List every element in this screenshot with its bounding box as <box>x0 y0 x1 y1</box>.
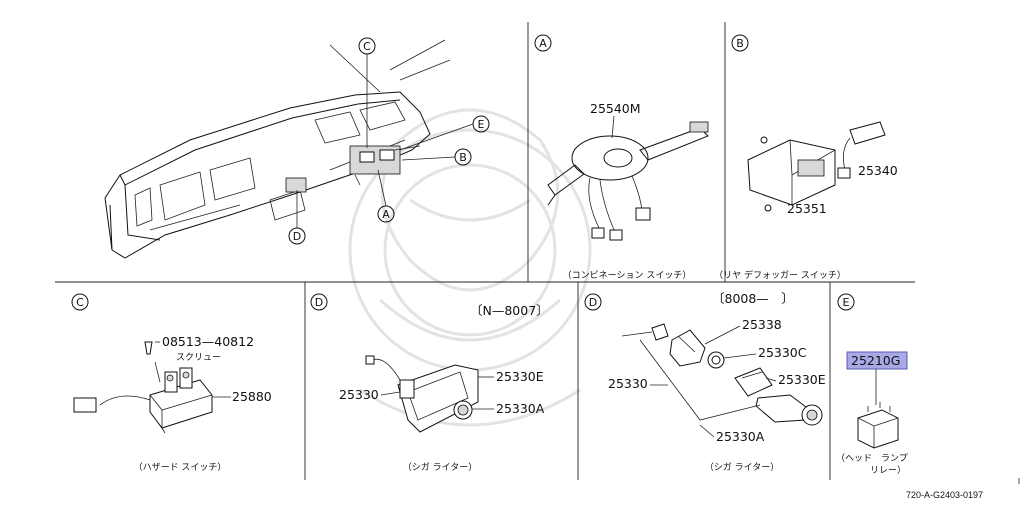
part-25330e-d1: 25330E <box>496 369 544 384</box>
caption-a: （コンビネーション スイッチ） <box>563 270 692 281</box>
panel-d2-letter: D <box>589 296 597 309</box>
part-25351: 25351 <box>787 201 827 216</box>
part-25210g: 25210G <box>851 353 900 368</box>
hazard-switch-drawing <box>73 341 213 434</box>
caption-d2: （シガ ライター） <box>705 462 780 473</box>
part-25330-d2: 25330 <box>608 376 648 391</box>
panel-b-letter: B <box>736 37 744 50</box>
callout-a: A <box>377 169 395 223</box>
caption-e-line2: リレー） <box>870 465 906 476</box>
panel-b: B 25340 25351 （リヤ デフォッガー スイッチ） <box>714 34 898 281</box>
panel-c: C 08513—40812 スクリュー 25880 （ハザード スイッチ） <box>71 293 272 473</box>
range-d1: 〔N—8007〕 <box>470 303 549 318</box>
caption-b: （リヤ デフォッガー スイッチ） <box>714 269 846 281</box>
cigar-lighter-drawing-2 <box>621 323 823 426</box>
svg-text:C: C <box>363 40 371 53</box>
panel-e-letter: E <box>843 296 850 309</box>
panel-e: E 25210G （ヘッド ランプ リレー） <box>836 293 908 476</box>
panel-a: A 25540M （コンビネーション スイッチ） <box>534 34 709 281</box>
panel-c-letter: C <box>76 296 84 309</box>
part-25340: 25340 <box>858 163 898 178</box>
svg-text:E: E <box>478 118 485 131</box>
screw-label: スクリュー <box>176 352 221 363</box>
dashboard-drawing <box>104 39 451 259</box>
part-25540m: 25540M <box>590 101 641 116</box>
panel-d1: D 〔N—8007〕 25330E 25330 25330A （シガ ライター） <box>310 293 549 473</box>
svg-text:A: A <box>382 208 390 221</box>
part-25330-d1: 25330 <box>339 387 379 402</box>
combination-switch-drawing <box>547 121 709 241</box>
part-25330a-d1: 25330A <box>496 401 545 416</box>
part-25330c: 25330C <box>758 345 807 360</box>
part-25330a-d2: 25330A <box>716 429 765 444</box>
relay-drawing <box>857 402 899 449</box>
part-25338: 25338 <box>742 317 782 332</box>
part-25880: 25880 <box>232 389 272 404</box>
panel-d1-letter: D <box>315 296 323 309</box>
caption-c: （ハザード スイッチ） <box>134 462 227 473</box>
caption-e-line1: （ヘッド ランプ <box>836 453 908 464</box>
defogger-switch-drawing <box>747 121 886 212</box>
cigar-lighter-drawing-1 <box>365 355 479 433</box>
panel-grid <box>55 22 915 480</box>
svg-text:B: B <box>459 151 467 164</box>
highlight-25210g <box>846 351 908 370</box>
callout-d: D <box>288 190 306 245</box>
range-d2: 〔8008— 〕 <box>712 291 794 306</box>
part-25330e-d2: 25330E <box>778 372 826 387</box>
part-08513-40812: 08513—40812 <box>162 334 254 349</box>
panel-a-letter: A <box>539 37 547 50</box>
diagram-code: 720-A-G2403-0197 <box>906 490 983 500</box>
svg-text:D: D <box>293 230 301 243</box>
callout-e: E <box>399 115 490 151</box>
panel-d2: D 〔8008— 〕 25338 25330C 25330 25330E 253… <box>584 291 826 473</box>
callout-c: C <box>358 37 376 148</box>
caption-d1: （シガ ライター） <box>403 462 478 473</box>
callout-b: B <box>401 148 472 166</box>
main-panel: C E B A D <box>104 37 490 259</box>
